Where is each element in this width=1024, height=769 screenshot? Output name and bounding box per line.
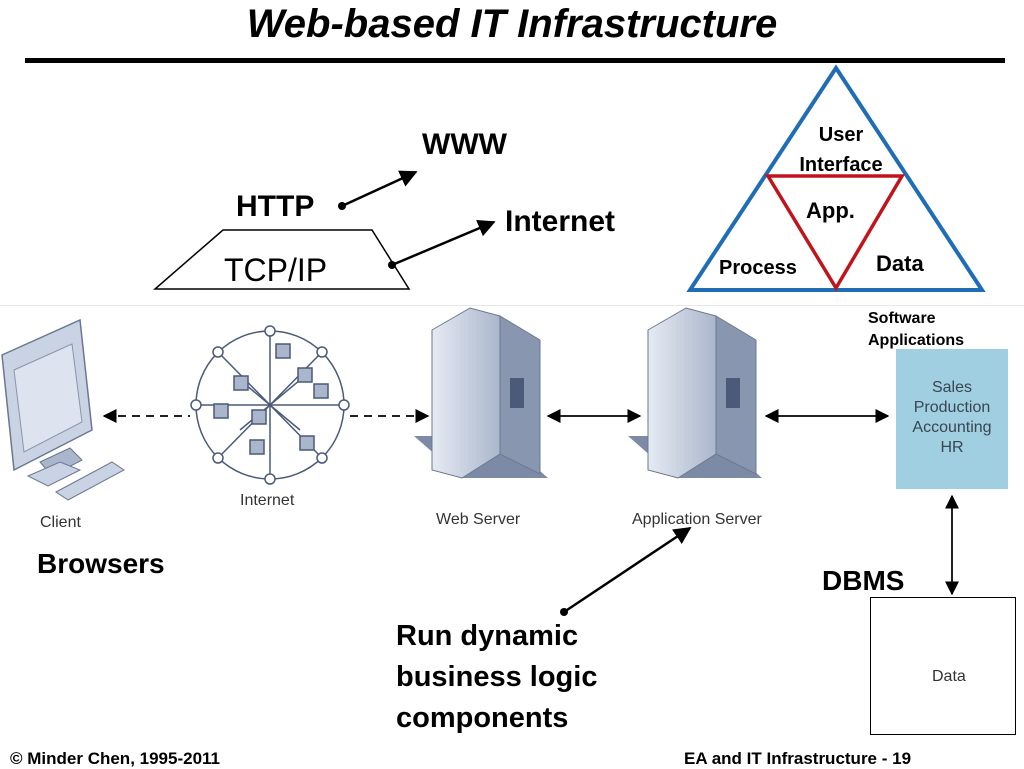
http-www-arrow	[341, 170, 418, 208]
app-label: App.	[806, 198, 855, 223]
www-label: WWW	[422, 128, 507, 161]
internet-caption: Internet	[240, 492, 295, 509]
app-production: Production	[913, 399, 991, 416]
software-applications-heading: Software Applications	[868, 310, 965, 349]
web-server-icon	[414, 307, 548, 479]
title-underline	[25, 58, 1005, 63]
dbms-label: DBMS	[822, 565, 905, 596]
internet-globe-icon	[190, 325, 350, 485]
software-applications-list: Sales Production Accounting HR	[896, 378, 1008, 458]
app-accounting: Accounting	[912, 419, 992, 436]
inner-triangle	[764, 174, 906, 292]
app-hr: HR	[940, 439, 964, 456]
footer-page-label: EA and IT Infrastructure - 19	[684, 749, 912, 768]
logic-appserver-arrow	[563, 526, 692, 614]
database-caption: Data	[932, 668, 966, 685]
footer-copyright: © Minder Chen, 1995-2011	[10, 749, 221, 768]
app-sales: Sales	[931, 379, 973, 396]
user-interface-label: User Interface	[799, 124, 883, 176]
tcpip-shape	[152, 229, 411, 290]
process-label: Process	[719, 257, 797, 279]
internet-protocol-label: Internet	[505, 205, 616, 238]
database-frame	[870, 597, 1016, 735]
application-server-caption: Application Server	[632, 511, 762, 528]
client-caption: Client	[40, 514, 81, 531]
http-label: HTTP	[236, 190, 315, 223]
browsers-label: Browsers	[37, 548, 165, 579]
software-applications-box	[896, 349, 1008, 489]
business-logic-label: Run dynamic business logic components	[396, 620, 598, 734]
application-server-icon	[628, 307, 762, 479]
data-label: Data	[876, 251, 924, 276]
tcpip-internet-arrow	[391, 220, 496, 267]
web-server-caption: Web Server	[436, 511, 521, 528]
slide-title: Web-based IT Infrastructure	[246, 2, 778, 46]
tcpip-label: TCP/IP	[224, 252, 328, 288]
client-computer-icon	[1, 318, 125, 501]
